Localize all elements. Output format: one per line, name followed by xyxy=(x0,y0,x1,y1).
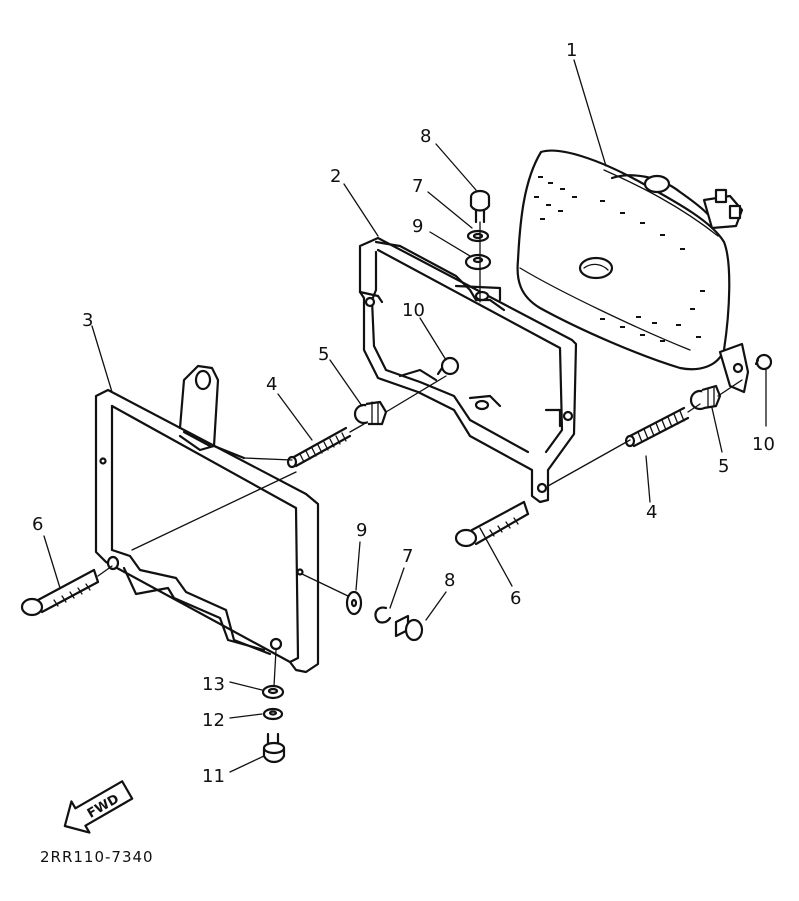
headlight-housing-bracket xyxy=(358,236,578,504)
assembly-lines xyxy=(97,221,743,687)
label-part-10-right: 10 xyxy=(752,434,775,455)
washer-bottom xyxy=(261,684,285,700)
label-part-5-left: 5 xyxy=(318,344,329,365)
adjuster-spring-left xyxy=(286,426,352,469)
label-part-9-side: 9 xyxy=(356,520,367,541)
collar-left xyxy=(436,356,460,376)
label-part-3: 3 xyxy=(82,310,93,331)
screw-bottom xyxy=(262,732,286,764)
collar-right xyxy=(754,353,773,371)
label-part-7-side: 7 xyxy=(402,546,413,567)
headlight-rim xyxy=(94,364,320,674)
label-part-4-left: 4 xyxy=(266,374,277,395)
label-part-11: 11 xyxy=(202,766,225,787)
label-part-7-top: 7 xyxy=(412,176,423,197)
part-labels: 1 2 3 8 7 9 10 5 4 4 5 10 6 6 9 7 8 13 1… xyxy=(32,40,775,787)
adjuster-spring-right xyxy=(624,406,690,448)
label-part-12: 12 xyxy=(202,710,225,731)
adjusting-screw-left xyxy=(20,568,100,617)
washer-top xyxy=(464,253,492,271)
label-part-6-left: 6 xyxy=(32,514,43,535)
label-part-5-right: 5 xyxy=(718,456,729,477)
headlight-unit xyxy=(516,149,750,394)
forward-direction-arrow: FWD xyxy=(63,780,134,834)
label-part-2: 2 xyxy=(330,166,341,187)
lens-texture-dots xyxy=(534,176,705,342)
label-part-4-right: 4 xyxy=(646,502,657,523)
adjuster-nut-right xyxy=(689,384,722,411)
label-part-10-left: 10 xyxy=(402,300,425,321)
label-part-6-right: 6 xyxy=(510,588,521,609)
screw-side xyxy=(394,614,424,642)
leader-lines xyxy=(43,59,767,773)
label-part-8-side: 8 xyxy=(444,570,455,591)
spring-washer-bottom xyxy=(262,707,284,721)
washer-side xyxy=(345,590,363,616)
spring-washer-top xyxy=(466,229,490,243)
label-part-13: 13 xyxy=(202,674,225,695)
screw-top xyxy=(469,189,491,224)
adjuster-nut-left xyxy=(353,400,388,426)
spring-washer-side xyxy=(374,606,392,624)
diagram-code: 2RR110-7340 xyxy=(40,848,154,866)
label-part-8-top: 8 xyxy=(420,126,431,147)
adjusting-screw-right xyxy=(454,500,530,548)
label-part-1: 1 xyxy=(566,40,577,61)
label-part-9-top: 9 xyxy=(412,216,423,237)
